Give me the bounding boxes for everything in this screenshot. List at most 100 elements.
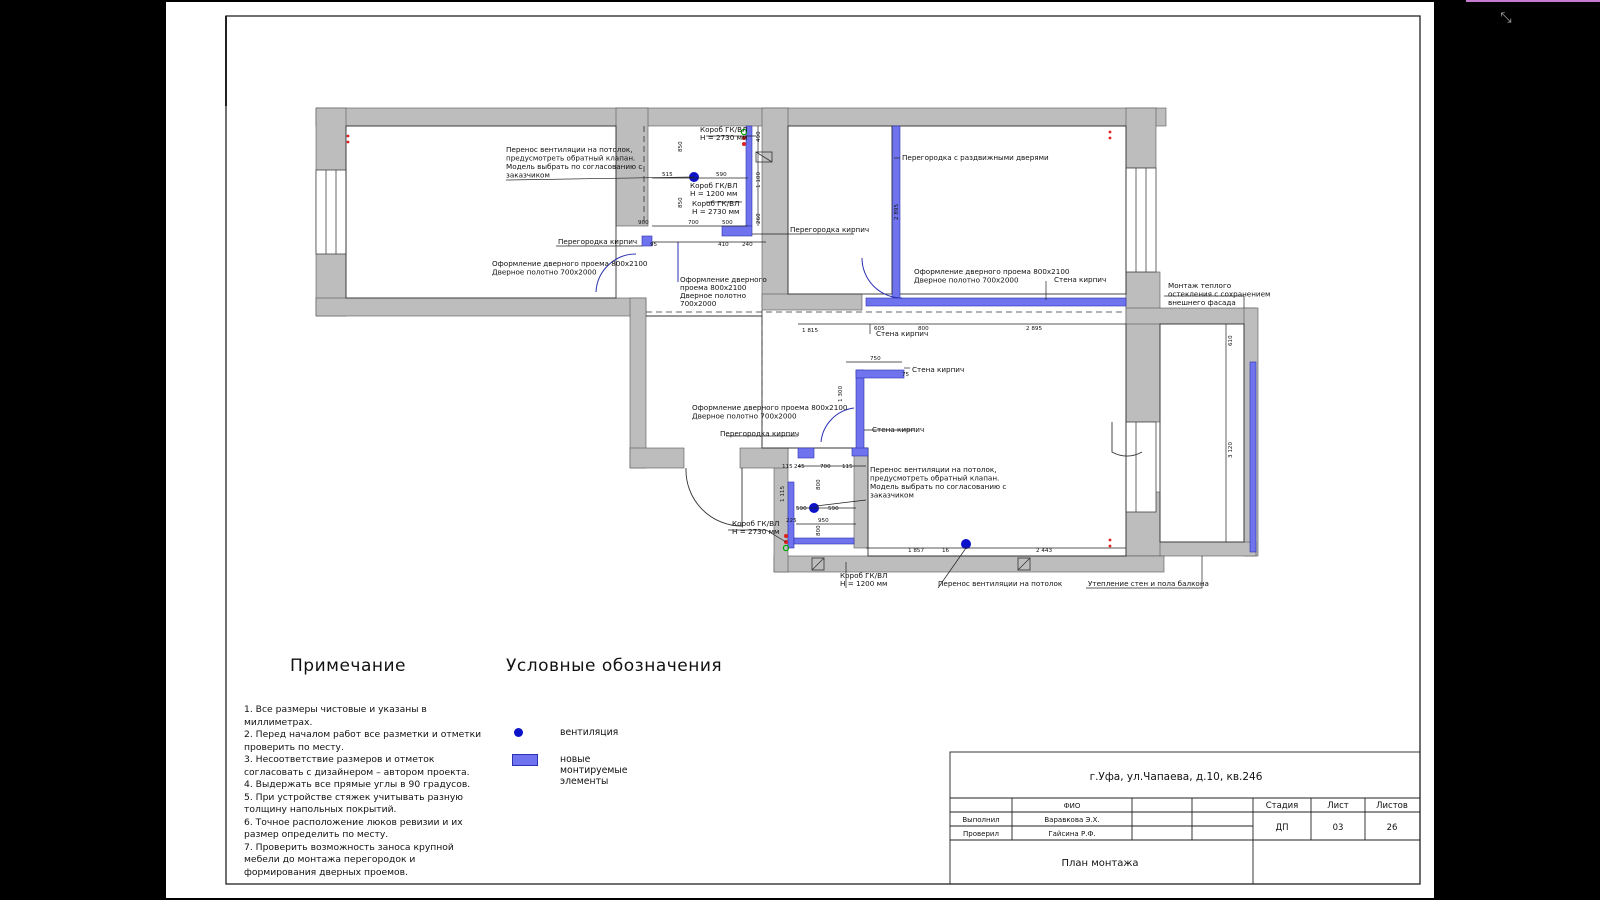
svg-text:1 100: 1 100	[756, 172, 762, 188]
dimension-labels: 850 515 590 850 900 700 500 410 240 260 …	[638, 131, 1234, 554]
stage-value: ДП	[1275, 823, 1288, 833]
svg-text:700: 700	[688, 220, 699, 226]
notes-list: 1. Все размеры чистовые и указаны в милл…	[244, 704, 484, 879]
svg-text:1 857: 1 857	[908, 548, 924, 554]
wall-brick-note-b: Стена кирпич	[876, 329, 928, 338]
note-item: 3. Несоответствие размеров и отметок сог…	[244, 754, 470, 778]
svg-text:240: 240	[742, 242, 753, 248]
svg-text:3 120: 3 120	[1228, 442, 1234, 458]
hatches	[755, 151, 1031, 571]
svg-text:95: 95	[650, 242, 658, 248]
partition-brick-note-a: Перегородка кирпич	[558, 237, 637, 246]
sheet-header: Лист	[1327, 801, 1349, 811]
svg-text:1 815: 1 815	[802, 328, 818, 334]
title-block-text: г.Уфа, ул.Чапаева, д.10, кв.246 ФИО Выпо…	[962, 771, 1408, 869]
svg-text:115: 115	[782, 464, 793, 470]
svg-text:1 115: 1 115	[780, 486, 786, 502]
svg-text:2 895: 2 895	[894, 204, 900, 220]
wall-brick-note-c: Стена кирпич	[912, 365, 964, 374]
drawing-title: План монтажа	[1061, 858, 1138, 869]
svg-text:850: 850	[678, 141, 684, 152]
svg-text:115: 115	[842, 464, 853, 470]
svg-text:800: 800	[918, 326, 929, 332]
note-item: 4. Выдержать все прямые углы в 90 градус…	[244, 779, 471, 790]
drawing-sheet: Перенос вентиляции на потолок,предусмотр…	[166, 2, 1434, 898]
legend-label-new-elements: новые монтируемые элементы	[560, 754, 628, 787]
wall-brick-note-d: Стена кирпич	[872, 425, 924, 434]
partition-sliding-note: Перегородка с раздвижными дверями	[902, 153, 1049, 162]
dimension-lines	[652, 126, 1227, 549]
sheet-value: 03	[1333, 823, 1344, 833]
address: г.Уфа, ул.Чапаева, д.10, кв.246	[1090, 771, 1263, 783]
note-item: 1. Все размеры чистовые и указаны в милл…	[244, 704, 427, 728]
role-executed: Выполнил	[962, 816, 999, 824]
svg-text:590: 590	[796, 506, 807, 512]
stage-header: Стадия	[1266, 801, 1299, 811]
svg-text:590: 590	[828, 506, 839, 512]
svg-text:75: 75	[902, 372, 910, 378]
new-elements-legend-swatch	[512, 754, 538, 766]
notes-title: Примечание	[290, 656, 406, 676]
svg-text:700: 700	[820, 464, 831, 470]
name-checked: Гайсина Р.Ф.	[1048, 830, 1095, 838]
role-checked: Проверил	[963, 830, 999, 838]
legend-title: Условные обозначения	[506, 656, 723, 676]
utility-markers	[346, 128, 1112, 552]
svg-text:490: 490	[756, 131, 762, 142]
svg-text:1 300: 1 300	[838, 386, 844, 402]
svg-text:2 443: 2 443	[1036, 548, 1052, 554]
svg-text:410: 410	[718, 242, 729, 248]
svg-text:750: 750	[870, 356, 881, 362]
floor-plan-drawing	[225, 15, 1421, 885]
svg-text:590: 590	[716, 172, 727, 178]
partition-brick-note-c: Перегородка кирпич	[720, 429, 799, 438]
wall-pillar-b	[761, 107, 789, 309]
note-item: 7. Проверить возможность заноса крупной …	[244, 841, 454, 878]
fio-header: ФИО	[1064, 802, 1081, 810]
wall-brick-note-a: Стена кирпич	[1054, 275, 1106, 284]
svg-text:260: 260	[756, 213, 762, 224]
svg-text:610: 610	[1228, 335, 1234, 346]
vent-ceiling-note: Перенос вентиляции на потолок	[938, 579, 1063, 588]
partition-brick-note-b: Перегородка кирпич	[790, 225, 869, 234]
wall-right-mid	[1125, 271, 1161, 423]
svg-text:515: 515	[662, 172, 673, 178]
svg-text:605: 605	[874, 326, 885, 332]
existing-walls	[315, 107, 1259, 573]
svg-text:16: 16	[942, 548, 950, 554]
collapse-icon[interactable]: ⤡	[1500, 10, 1512, 26]
ventilation-legend-icon	[514, 728, 523, 737]
legend-label-ventilation: вентиляция	[560, 727, 619, 738]
name-executed: Варавкова Э.Х.	[1044, 816, 1099, 824]
vent-note-mid: Перенос вентиляции на потолок,предусмотр…	[870, 465, 1006, 500]
annotation-layer: Перенос вентиляции на потолок,предусмотр…	[492, 125, 1421, 885]
svg-text:225: 225	[786, 518, 797, 524]
svg-text:800: 800	[816, 479, 822, 490]
sheet-frame	[225, 15, 1421, 885]
note-item: 5. При устройстве стяжек учитывать разну…	[244, 791, 464, 816]
new-elements	[641, 125, 1257, 553]
balcony-insulation-note: Утепление стен и пола балкона	[1088, 579, 1209, 588]
note-item: 2. Перед началом работ все разметки и от…	[244, 729, 482, 753]
sheets-header: Листов	[1376, 801, 1408, 811]
sheets-value: 26	[1387, 823, 1398, 833]
svg-text:500: 500	[722, 220, 733, 226]
annotations: Перенос вентиляции на потолок,предусмотр…	[492, 125, 1270, 588]
leader-lines	[505, 135, 1245, 589]
svg-text:850: 850	[678, 197, 684, 208]
svg-text:2 895: 2 895	[1026, 326, 1042, 332]
window-accent-bar	[1466, 0, 1600, 2]
vent-note-top: Перенос вентиляции на потолок,предусмотр…	[506, 145, 642, 180]
title-block-frame	[949, 751, 1421, 885]
